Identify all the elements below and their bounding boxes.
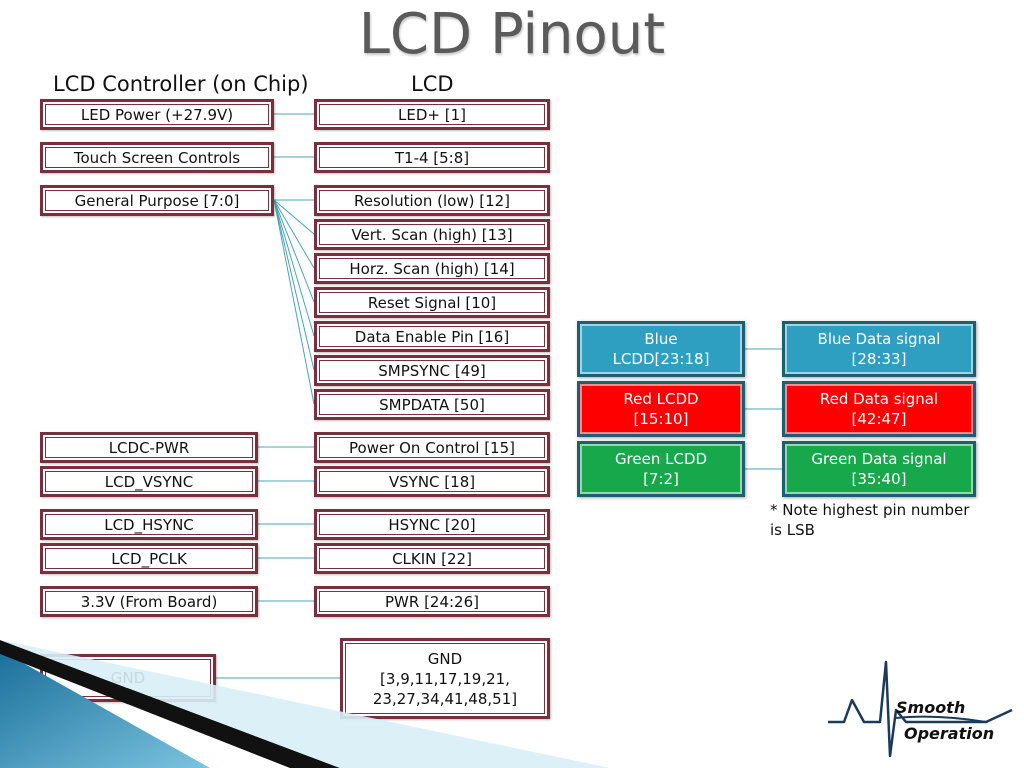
controller-column-header: LCD Controller (on Chip) bbox=[53, 72, 309, 96]
lcd-box-power-on-control: Power On Control [15] bbox=[314, 432, 550, 463]
lcd-column-header: LCD bbox=[411, 72, 454, 96]
blue-lcdd-box: Blue LCDD[23:18] bbox=[577, 321, 745, 377]
lcd-box-smpdata: SMPDATA [50] bbox=[314, 389, 550, 420]
lcd-box-vert-scan: Vert. Scan (high) [13] bbox=[314, 219, 550, 250]
lcd-box-reset-signal: Reset Signal [10] bbox=[314, 287, 550, 318]
lcd-box-pwr: PWR [24:26] bbox=[314, 586, 550, 617]
lsb-note: * Note highest pin number is LSB bbox=[770, 501, 970, 539]
lcd-box-smpsync: SMPSYNC [49] bbox=[314, 355, 550, 386]
connector-gp-smpsync bbox=[273, 199, 315, 371]
controller-box-3v3: 3.3V (From Board) bbox=[40, 586, 258, 617]
logo-line2: Operation bbox=[904, 724, 995, 743]
lcd-box-clkin: CLKIN [22] bbox=[314, 543, 550, 574]
lcd-box-resolution: Resolution (low) [12] bbox=[314, 185, 550, 216]
heartbeat-icon bbox=[828, 660, 1013, 758]
lcd-box-vsync: VSYNC [18] bbox=[314, 466, 550, 497]
logo-line1: Smooth bbox=[896, 698, 966, 717]
green-lcdd-box: Green LCDD [7:2] bbox=[577, 441, 745, 497]
lcd-box-gnd: GND [3,9,11,17,19,21, 23,27,34,41,48,51] bbox=[340, 638, 550, 719]
red-lcdd-box: Red LCDD [15:10] bbox=[577, 381, 745, 437]
connector-gp-data-enable bbox=[273, 199, 315, 337]
smooth-operation-logo: Smooth Operation bbox=[826, 660, 1016, 760]
page-title: LCD Pinout bbox=[358, 2, 666, 67]
controller-box-lcd-hsync: LCD_HSYNC bbox=[40, 509, 258, 540]
lcd-box-led-plus: LED+ [1] bbox=[314, 99, 550, 130]
lcd-box-data-enable: Data Enable Pin [16] bbox=[314, 321, 550, 352]
green-data-signal-box: Green Data signal [35:40] bbox=[782, 441, 976, 497]
controller-box-lcdc-pwr: LCDC-PWR bbox=[40, 432, 258, 463]
connector-gp-reset bbox=[273, 199, 315, 303]
connector-gp-horz bbox=[273, 199, 315, 269]
red-data-signal-box: Red Data signal [42:47] bbox=[782, 381, 976, 437]
lcd-box-t1-4: T1-4 [5:8] bbox=[314, 142, 550, 173]
controller-box-lcd-vsync: LCD_VSYNC bbox=[40, 466, 258, 497]
blue-data-signal-box: Blue Data signal [28:33] bbox=[782, 321, 976, 377]
decorative-swoosh bbox=[0, 640, 610, 768]
controller-box-led-power: LED Power (+27.9V) bbox=[40, 99, 274, 130]
controller-box-lcd-pclk: LCD_PCLK bbox=[40, 543, 258, 574]
controller-box-touch-screen: Touch Screen Controls bbox=[40, 142, 274, 173]
lcd-box-hsync: HSYNC [20] bbox=[314, 509, 550, 540]
lcd-box-horz-scan: Horz. Scan (high) [14] bbox=[314, 253, 550, 284]
connector-gp-vert bbox=[273, 199, 315, 235]
controller-box-general-purpose: General Purpose [7:0] bbox=[40, 185, 274, 216]
connector-gp-smpdata bbox=[273, 199, 315, 405]
